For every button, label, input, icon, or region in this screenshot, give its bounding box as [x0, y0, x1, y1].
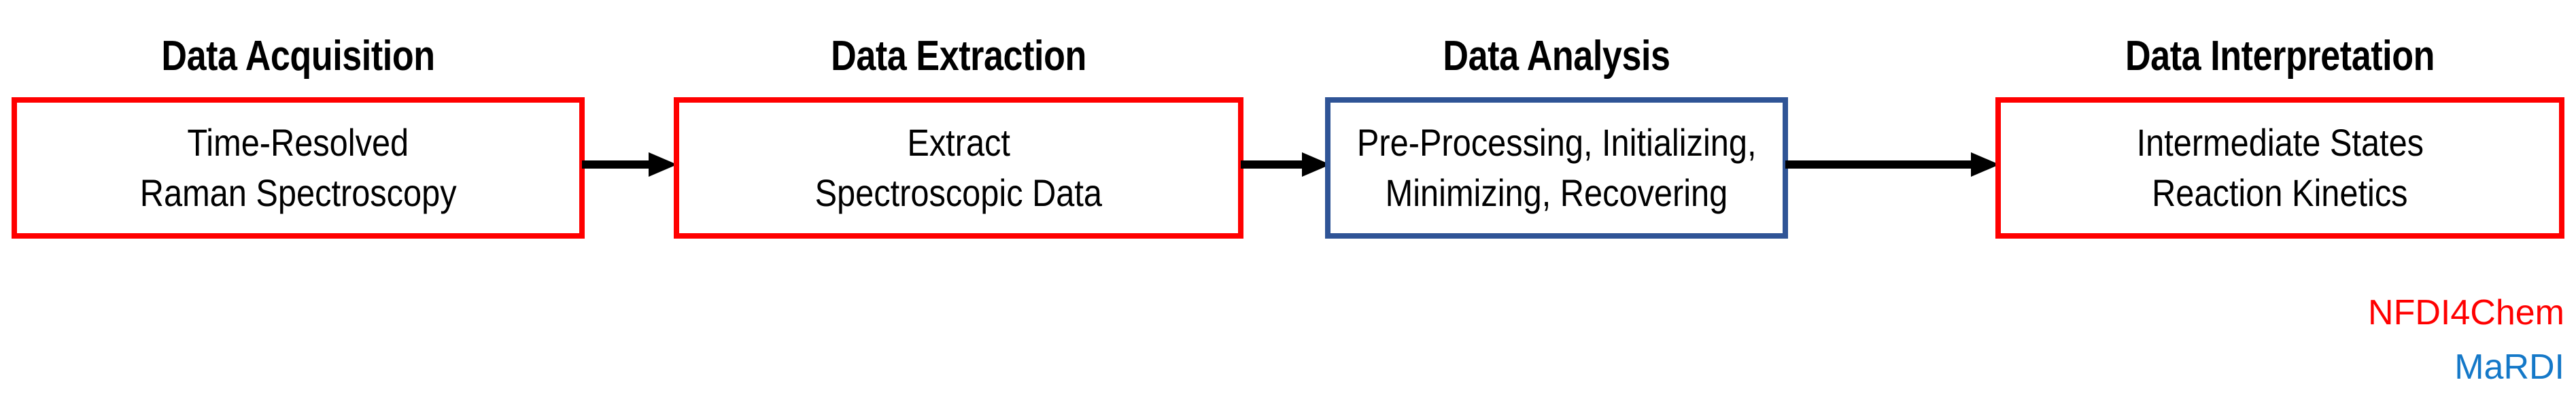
- credit-label-nfdi4chem: NFDI4Chem: [2368, 293, 2564, 332]
- stage-title-data-analysis: Data Analysis: [1443, 33, 1670, 80]
- stage-line-2: Raman Spectroscopy: [139, 171, 457, 214]
- stage-box-data-interpretation: Intermediate States Reaction Kinetics: [1995, 97, 2564, 239]
- credit-label-mardi: MaRDI: [2454, 347, 2564, 387]
- stage-box-data-extraction: Extract Spectroscopic Data: [674, 97, 1243, 239]
- stage-title-data-acquisition: Data Acquisition: [161, 33, 435, 80]
- stage-box-data-acquisition: Time-Resolved Raman Spectroscopy: [12, 97, 585, 239]
- stage-line-1: Extract: [907, 121, 1010, 164]
- stage-line-1: Pre-Processing, Initializing,: [1356, 121, 1757, 164]
- stage-title-data-interpretation: Data Interpretation: [2125, 33, 2435, 80]
- arrow-right-icon-1: [582, 152, 677, 177]
- stage-line-1: Time-Resolved: [187, 121, 409, 164]
- arrow-right-icon-3: [1785, 152, 1999, 177]
- stage-line-1: Intermediate States: [2136, 121, 2424, 164]
- stage-line-2: Reaction Kinetics: [2152, 171, 2408, 214]
- stage-line-2: Minimizing, Recovering: [1385, 171, 1728, 214]
- stage-box-data-analysis: Pre-Processing, Initializing, Minimizing…: [1325, 97, 1788, 239]
- arrow-right-icon-2: [1241, 152, 1330, 177]
- stage-line-2: Spectroscopic Data: [814, 171, 1103, 214]
- stage-title-data-extraction: Data Extraction: [831, 33, 1086, 80]
